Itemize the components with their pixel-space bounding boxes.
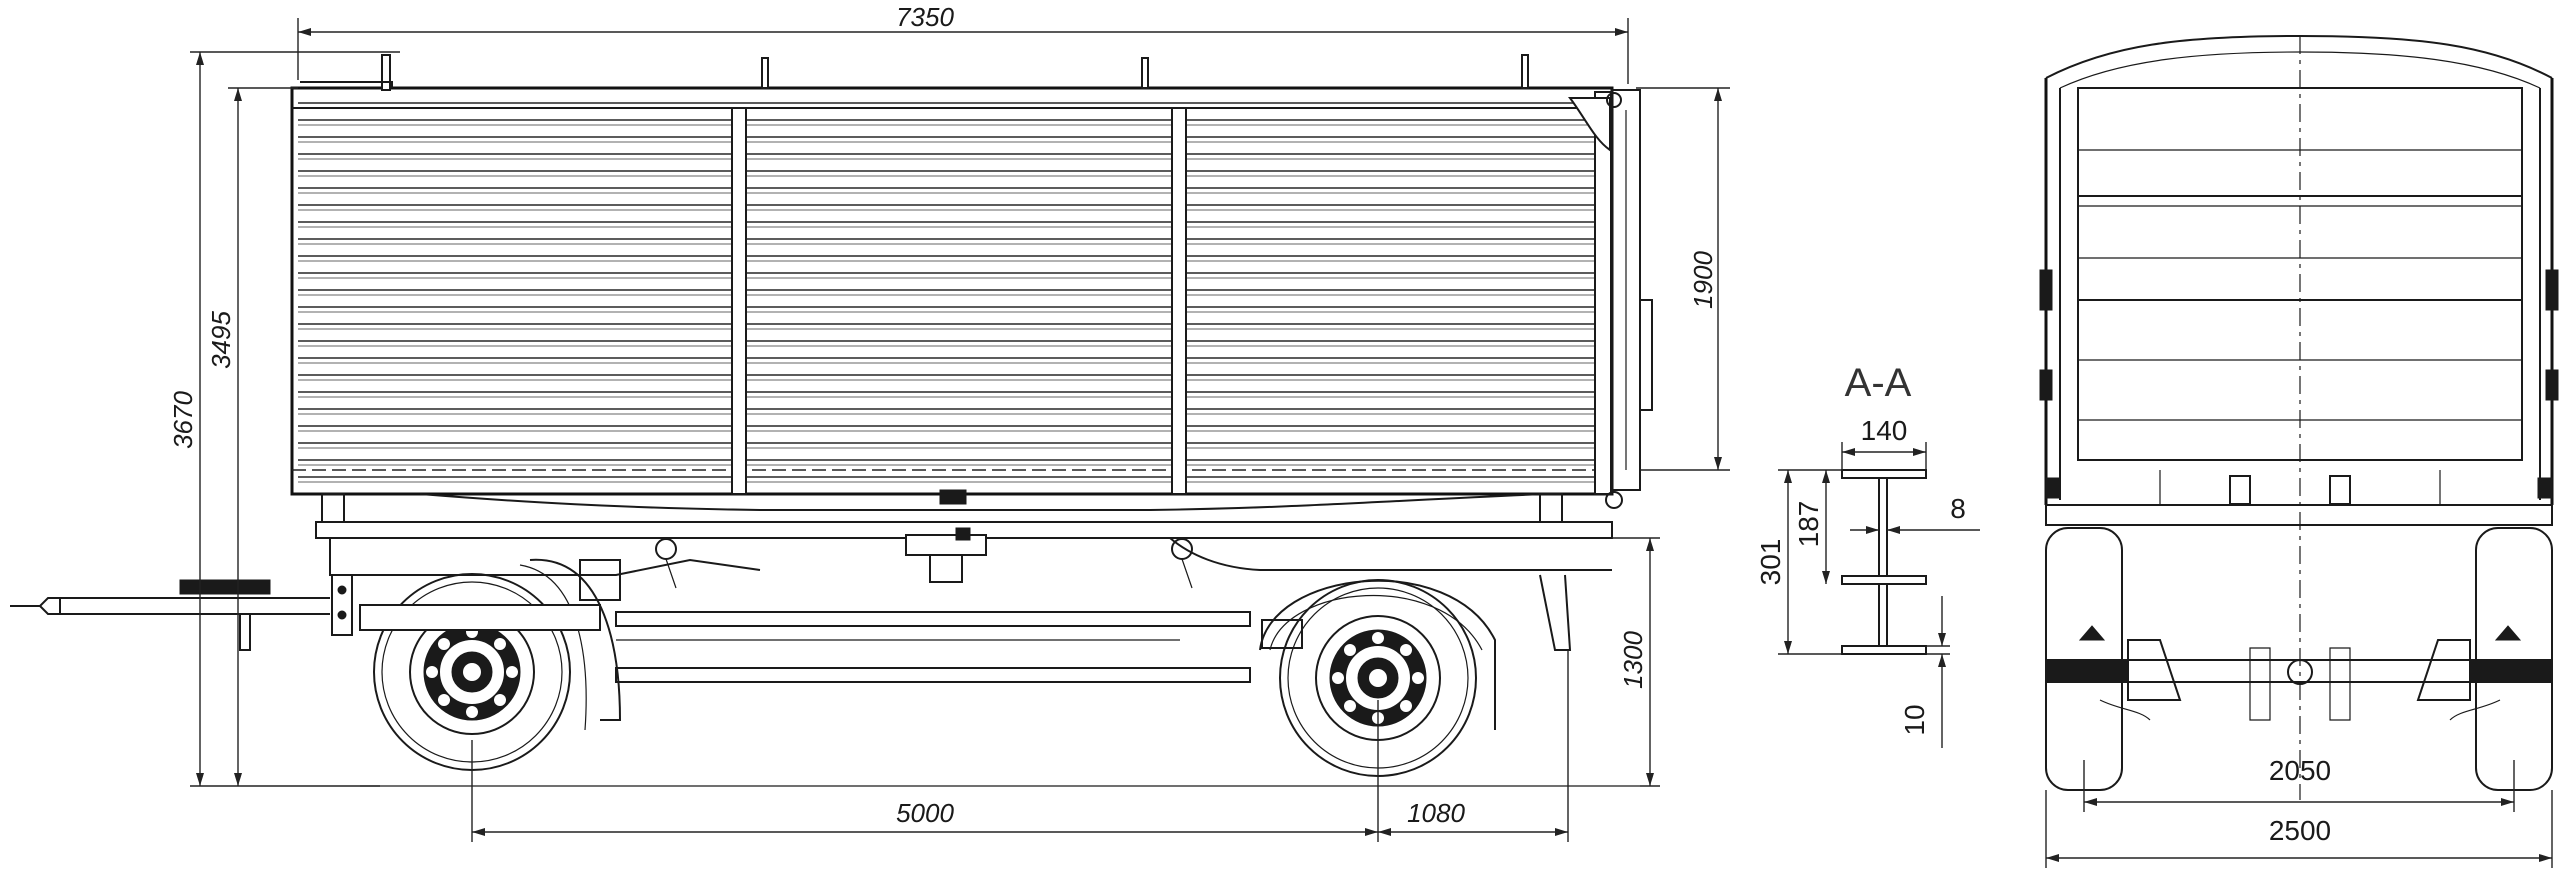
dim-section-width: 140 [1861,415,1908,446]
rear-view-dimensions: 2050 2500 [2045,755,2553,868]
rear-axle [1259,579,1496,777]
drawbar [10,574,353,651]
section-title: A-A [1845,361,1912,405]
dim-flange-thickness: 10 [1899,704,1930,735]
side-view-dimensions: 7350 3670 3495 1900 1300 5000 1080 [168,2,1730,842]
dim-rear-overhang: 1080 [1407,798,1465,828]
dim-frame-height: 1300 [1618,631,1648,689]
dim-track: 2050 [2269,755,2331,786]
dim-body-height: 1900 [1688,251,1718,309]
dim-platform-height: 3495 [206,311,236,369]
dim-web-thickness: 8 [1950,493,1966,524]
side-view [10,54,1653,787]
front-axle [359,558,622,771]
dim-overall-width: 2500 [2269,815,2331,846]
dim-section-height-total: 301 [1755,539,1786,586]
section-a-a: A-A 140 301 187 8 10 [1755,361,1980,748]
cargo-body [290,54,1653,523]
dim-overall-length: 7350 [896,2,954,32]
chassis-frame [315,521,1613,683]
dim-section-height-web: 187 [1793,501,1824,548]
dim-wheelbase: 5000 [896,798,954,828]
dim-overall-height: 3670 [168,391,198,449]
rear-view [2039,34,2559,800]
